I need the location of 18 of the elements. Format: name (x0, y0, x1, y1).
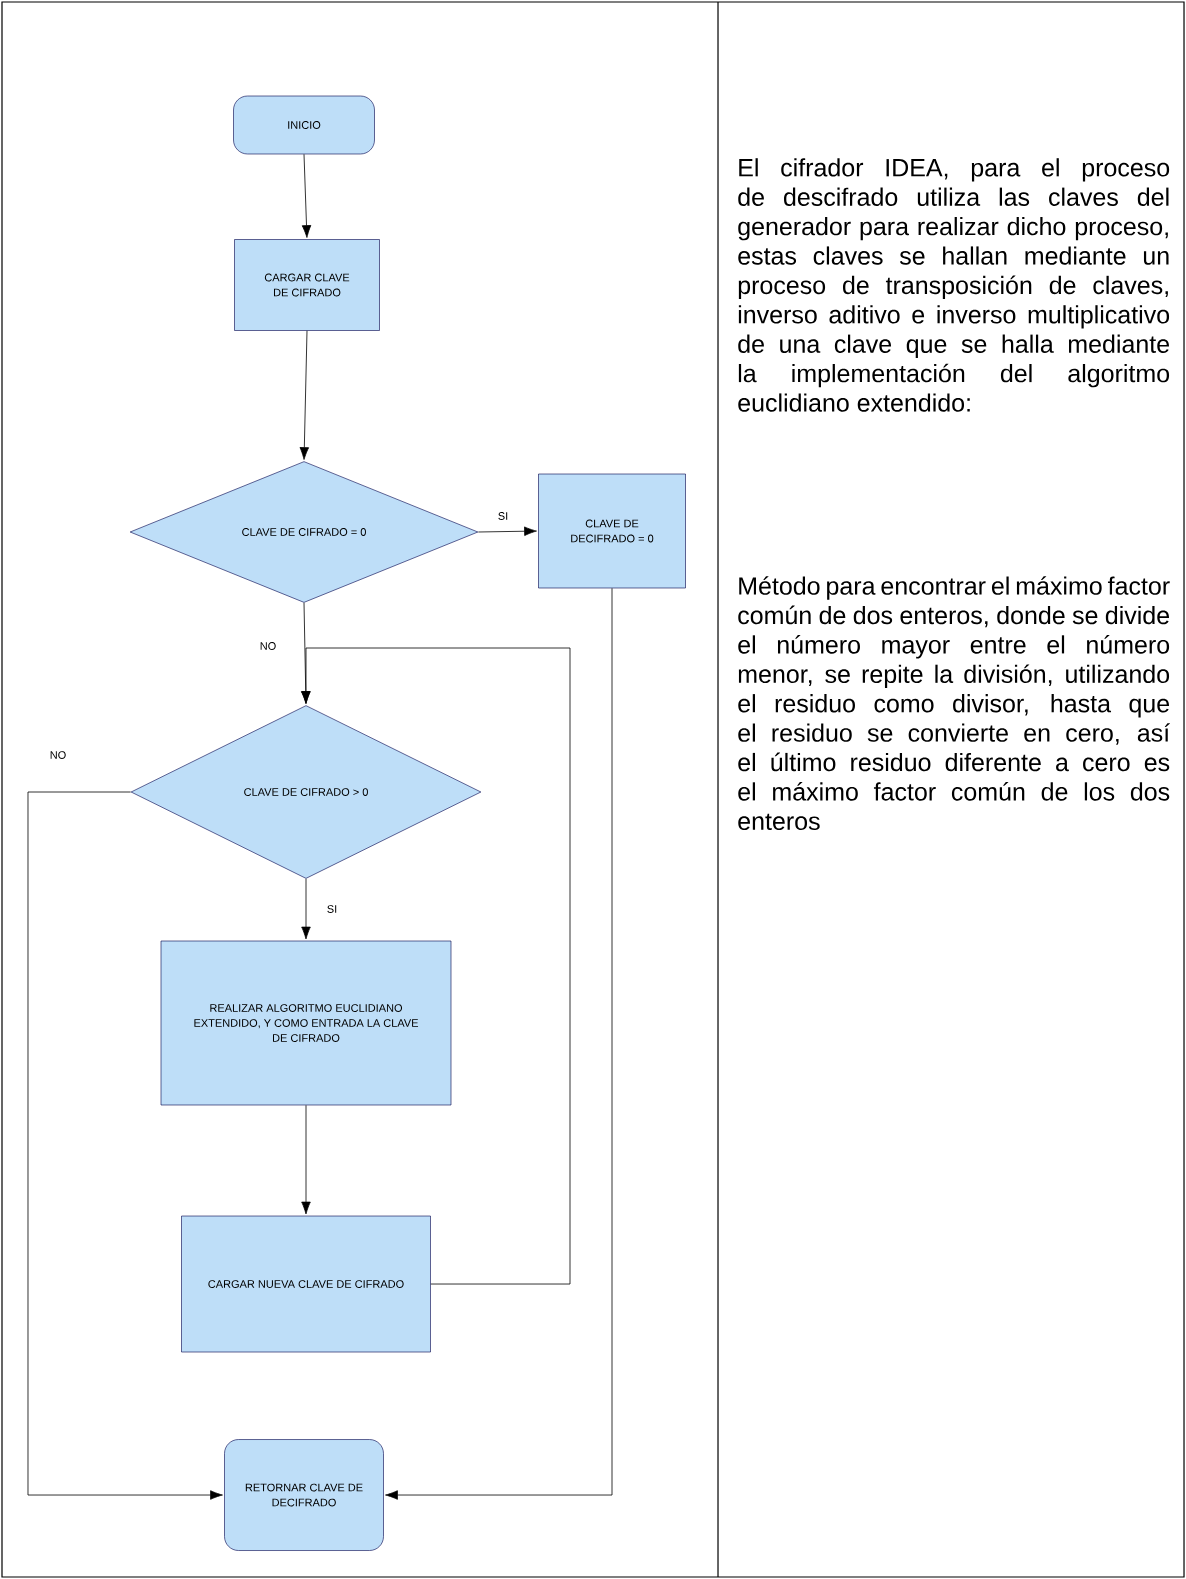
arrow (477, 526, 537, 536)
arrow (27, 791, 223, 1500)
arrow (299, 330, 310, 460)
paragraph: El cifrador IDEA, para el proceso de descifrado utiliza las claves del generador para realizar dicho proceso, estas claves se hallan mediante un proceso de transposición de claves, inverso aditivo e inverso multiplicativo de una clave que se halla mediante la implementación del algoritmo euclidiano extendido: (738, 158, 1170, 412)
edge-label: SI (496, 511, 510, 521)
arrow (301, 153, 312, 238)
process-box: CARGAR CLAVE DE CIFRADO (234, 239, 380, 331)
process-box: CLAVE DE DECIFRADO = 0 (538, 473, 686, 589)
edge-label: NO (48, 750, 68, 760)
paragraph: Método para encontrar el máximo factor común de dos enteros, donde se divide el número mayor entre el número menor, se repite la división, utilizando el residuo como divisor, hasta que el residuo se convierte en cero, así el último residuo diferente a cero es el máximo factor común de los dos enteros (738, 576, 1170, 831)
edge-label: SI (325, 904, 339, 914)
process-box: REALIZAR ALGORITMO EUCLIDIANO EXTENDIDO, Y COMO ENTRADA LA CLAVE DE CIFRADO (160, 940, 452, 1106)
arrow (301, 878, 311, 940)
process-box: CARGAR NUEVA CLAVE DE CIFRADO (181, 1215, 431, 1353)
edge-label: NO (258, 641, 278, 651)
arrow (301, 647, 571, 1285)
arrow (385, 587, 613, 1500)
arrow (301, 1104, 311, 1215)
